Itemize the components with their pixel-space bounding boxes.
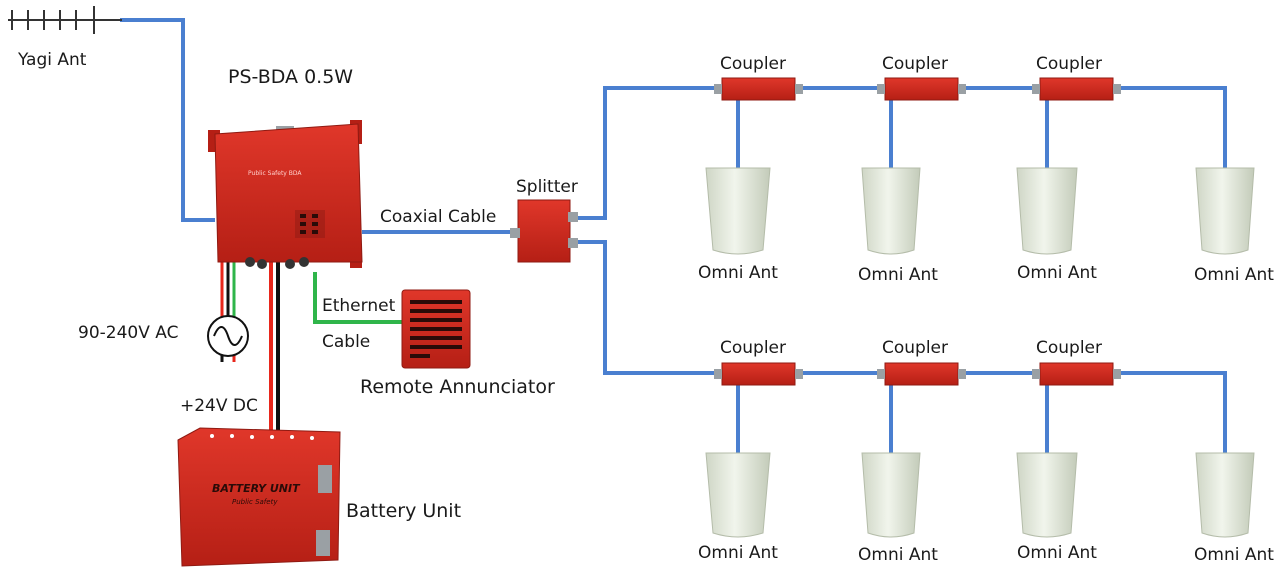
coupler-upper-2: [877, 77, 966, 101]
yagi-antenna: [8, 6, 122, 34]
coupler-label: Coupler: [720, 54, 787, 74]
ethernet-label: Ethernet: [322, 296, 396, 316]
dc-power-label: +24V DC: [180, 396, 258, 416]
coupler-label: Coupler: [1036, 338, 1103, 358]
ps-bda-label: PS-BDA 0.5W: [228, 66, 354, 88]
coupler-label: Coupler: [1036, 54, 1103, 74]
upper-link-3: [1113, 86, 1227, 168]
dc-wires: [269, 262, 280, 432]
omni-ant-label: Omni Ant: [1194, 545, 1274, 565]
coupler-lower-3: [1032, 362, 1121, 386]
splitter-device: [510, 199, 578, 263]
coupler-lower-1: [714, 362, 803, 386]
omni-ant-label: Omni Ant: [1017, 543, 1097, 563]
omni-antenna-upper-2: [861, 167, 921, 255]
coupler-upper-1: [714, 77, 803, 101]
omni-antenna-lower-2: [861, 452, 921, 538]
omni-ant-label: Omni Ant: [858, 545, 938, 565]
yagi-ant-label: Yagi Ant: [18, 50, 87, 70]
battery-unit-device: BATTERY UNIT Public Safety: [177, 427, 341, 567]
bda-face-text: Public Safety BDA: [248, 170, 302, 177]
remote-annunciator-label: Remote Annunciator: [360, 376, 555, 398]
omni-antenna-lower-1: [705, 452, 771, 538]
battery-face-title: BATTERY UNIT: [212, 482, 301, 495]
omni-ant-label: Omni Ant: [698, 543, 778, 563]
coupler-upper-3: [1032, 77, 1121, 101]
omni-ant-label: Omni Ant: [1017, 263, 1097, 283]
splitter-label: Splitter: [516, 177, 578, 197]
ac-power-label: 90-240V AC: [78, 323, 179, 343]
battery-face-sub: Public Safety: [232, 498, 278, 506]
coax-cables: [120, 18, 1227, 453]
cable-label: Cable: [322, 332, 371, 352]
coupler-label: Coupler: [720, 338, 787, 358]
bda-unit: Public Safety BDA: [208, 120, 363, 269]
splitter-to-upper-row-cable: [570, 86, 722, 220]
ethernet-cable: [313, 272, 405, 324]
splitter-to-lower-row-cable: [570, 240, 722, 375]
omni-antenna-upper-3: [1016, 167, 1078, 255]
ac-source-symbol: [207, 315, 249, 357]
omni-ant-label: Omni Ant: [858, 265, 938, 285]
omni-antenna-upper-1: [705, 167, 771, 255]
yagi-to-bda-cable: [120, 18, 215, 222]
battery-unit-label: Battery Unit: [346, 500, 462, 522]
coupler-lower-2: [877, 362, 966, 386]
coaxial-cable-label: Coaxial Cable: [380, 207, 497, 227]
coupler-label: Coupler: [882, 338, 949, 358]
omni-ant-label: Omni Ant: [698, 263, 778, 283]
coupler-label: Coupler: [882, 54, 949, 74]
omni-antenna-lower-4: [1195, 452, 1255, 538]
omni-antenna-upper-4: [1195, 167, 1255, 255]
lower-link-3: [1113, 371, 1227, 453]
omni-ant-label: Omni Ant: [1194, 265, 1274, 285]
omni-antenna-lower-3: [1016, 452, 1078, 538]
remote-annunciator-device: [401, 289, 471, 369]
